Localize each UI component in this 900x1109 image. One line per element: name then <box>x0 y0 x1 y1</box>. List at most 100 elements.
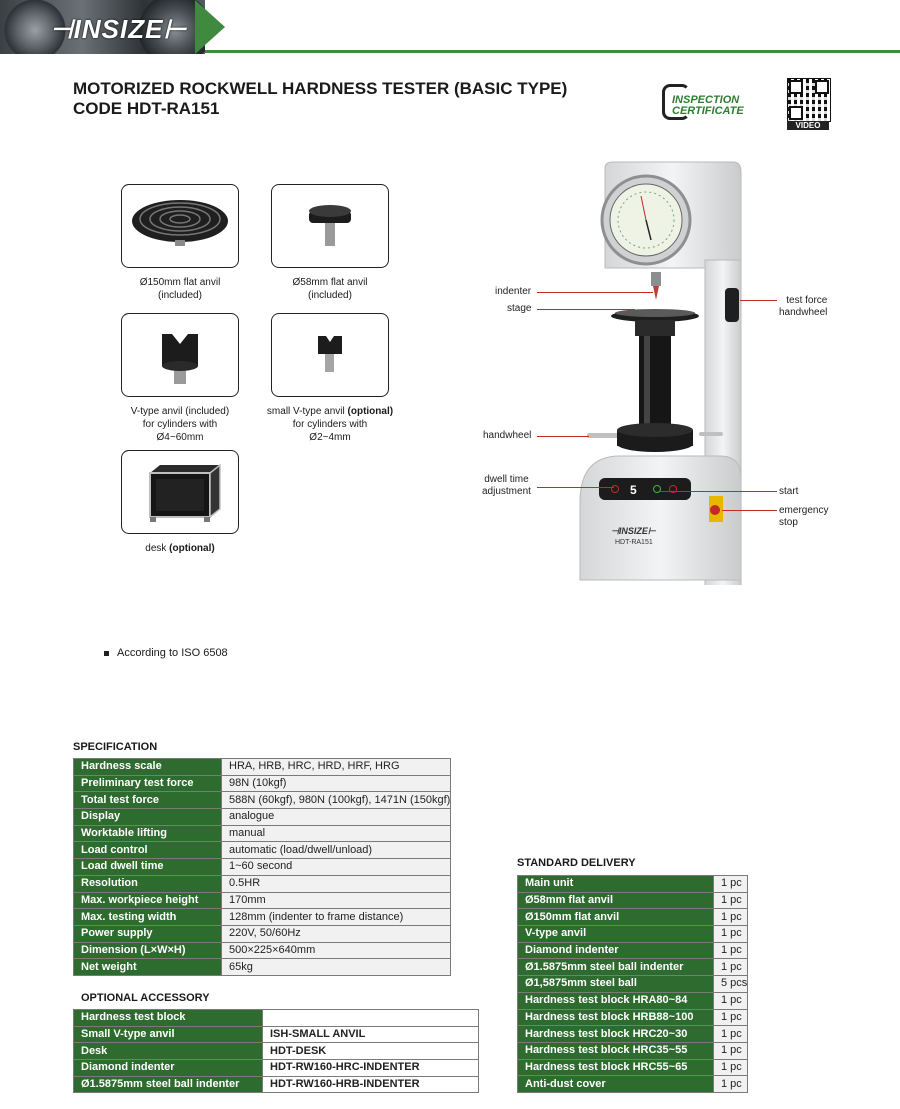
row-label: Power supply <box>73 924 222 943</box>
row-value: 1 pc <box>712 1008 749 1027</box>
accessory-150mm-anvil <box>121 184 239 268</box>
row-value: 1 pc <box>712 1025 749 1043</box>
flat-anvil-58-image <box>309 205 351 246</box>
row-label: Hardness test block HRB88~100 <box>517 1008 714 1027</box>
row-label: Preliminary test force <box>73 774 222 793</box>
table-row: Hardness test block <box>73 1009 479 1027</box>
row-value: 1 pc <box>712 1075 749 1093</box>
row-label: Diamond indenter <box>517 941 714 960</box>
optional-accessory-title: OPTIONAL ACCESSORY <box>81 992 210 1004</box>
desk-image <box>149 463 221 522</box>
row-label: Max. testing width <box>73 908 222 926</box>
specification-title: SPECIFICATION <box>73 741 158 753</box>
row-value: HRA, HRB, HRC, HRD, HRF, HRG <box>220 758 452 776</box>
qr-code-icon[interactable] <box>787 78 831 122</box>
label-handwheel: handwheel <box>483 430 532 441</box>
row-label: Diamond indenter <box>73 1059 263 1077</box>
row-label: V-type anvil <box>517 925 714 943</box>
row-value: ISH-SMALL ANVIL <box>262 1025 479 1044</box>
row-value: 1 pc <box>712 925 749 943</box>
row-label: Hardness test block HRC20~30 <box>517 1025 714 1043</box>
row-value: 588N (60kgf), 980N (100kgf), 1471N (150k… <box>220 791 452 810</box>
row-value: 128mm (indenter to frame distance) <box>220 908 452 926</box>
row-label: Ø150mm flat anvil <box>517 908 714 927</box>
row-value: 1 pc <box>712 991 749 1010</box>
row-value: automatic (load/dwell/unload) <box>220 841 452 860</box>
accessory-caption-5: desk (optional) <box>145 543 215 554</box>
row-value: 1 pc <box>712 908 749 927</box>
bullet-icon <box>104 650 109 656</box>
row-value: 170mm <box>220 891 452 910</box>
inspection-certificate-badge: INSPECTION CERTIFICATE <box>662 84 766 120</box>
accessory-caption-2: Ø58mm flat anvil(included) <box>292 277 368 301</box>
small-v-anvil-image <box>318 336 342 372</box>
leader-indenter <box>537 292 653 293</box>
row-label: Total test force <box>73 791 222 810</box>
row-value: HDT-RW160-HRB-INDENTER <box>262 1075 479 1094</box>
accessory-small-v-anvil <box>271 313 389 397</box>
row-label: Main unit <box>517 875 714 893</box>
accessory-caption-1: Ø150mm flat anvil(included) <box>139 277 221 301</box>
row-label: Small V-type anvil <box>73 1025 263 1044</box>
leader-handwheel <box>537 436 589 437</box>
row-label: Ø1,5875mm steel ball <box>517 975 714 993</box>
accessory-desk <box>121 450 239 534</box>
row-label: Hardness test block <box>73 1009 263 1027</box>
accessory-58mm-anvil <box>271 184 389 268</box>
standard-note: According to ISO 6508 <box>104 647 228 659</box>
row-value: 500×225×640mm <box>220 941 452 960</box>
row-label: Worktable lifting <box>73 824 222 843</box>
header-chevron <box>195 0 225 54</box>
video-label: VIDEO <box>787 121 829 130</box>
row-label: Resolution <box>73 874 222 893</box>
v-anvil-image <box>162 334 198 384</box>
accessory-caption-3: V-type anvil (included)for cylinders wit… <box>130 406 230 443</box>
row-label: Load dwell time <box>73 858 222 876</box>
leader-stage <box>537 309 635 310</box>
row-value: 1 pc <box>712 1058 749 1077</box>
accessory-caption-4: small V-type anvil (optional) for cylind… <box>266 406 394 443</box>
row-label: Anti-dust cover <box>517 1075 714 1093</box>
label-start: start <box>779 486 799 497</box>
leader-start <box>660 491 777 492</box>
flat-anvil-150-image <box>132 200 228 246</box>
leader-force <box>740 300 777 301</box>
row-label: Display <box>73 808 222 826</box>
certificate-label-2: CERTIFICATE <box>672 105 744 117</box>
header-banner: ⊣INSIZE⊢ <box>0 0 900 54</box>
row-value: 0.5HR <box>220 874 452 893</box>
row-label: Hardness scale <box>73 758 222 776</box>
row-label: Hardness test block HRC35~55 <box>517 1041 714 1060</box>
row-value: 1~60 second <box>220 858 452 876</box>
row-label: Hardness test block HRA80~84 <box>517 991 714 1010</box>
leader-stop <box>722 510 777 511</box>
row-label: Desk <box>73 1042 263 1061</box>
